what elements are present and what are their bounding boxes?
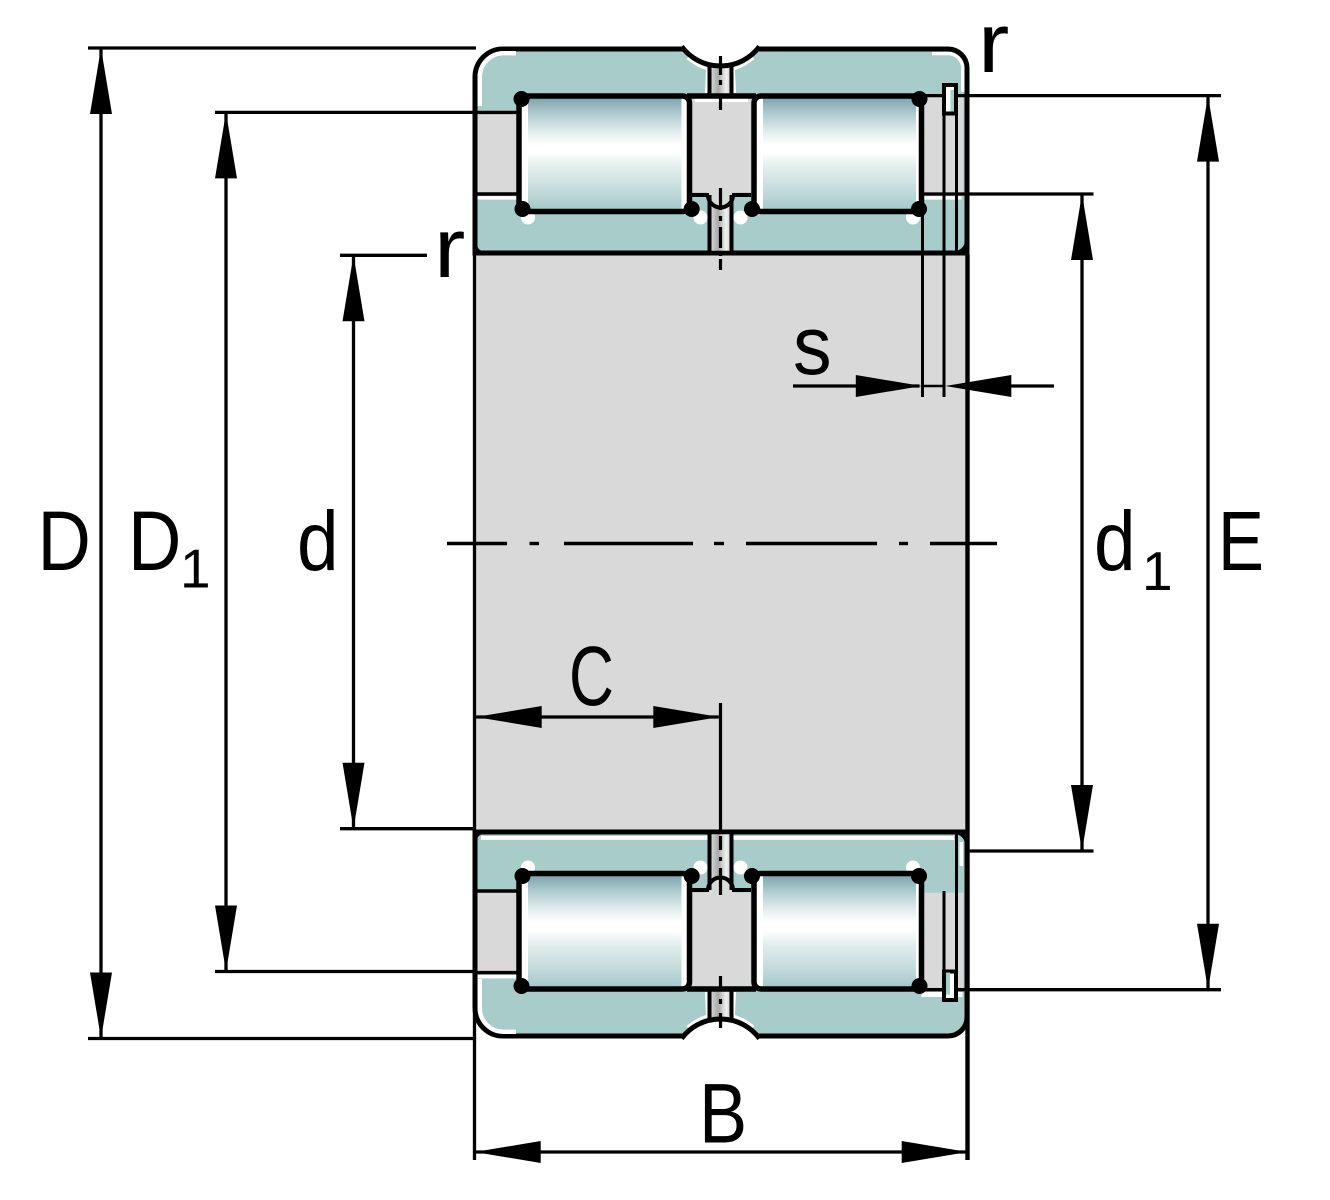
svg-text:1: 1 [180,538,211,600]
svg-text:B: B [699,1066,747,1160]
svg-text:d: d [297,494,339,588]
svg-text:r: r [434,201,465,295]
svg-text:C: C [569,629,614,723]
svg-text:D: D [38,494,91,588]
svg-text:r: r [978,0,1009,90]
svg-text:1: 1 [1142,540,1173,602]
svg-text:E: E [1218,495,1264,589]
svg-text:d: d [1094,494,1136,588]
svg-text:s: s [793,299,832,393]
svg-text:D: D [128,494,181,588]
